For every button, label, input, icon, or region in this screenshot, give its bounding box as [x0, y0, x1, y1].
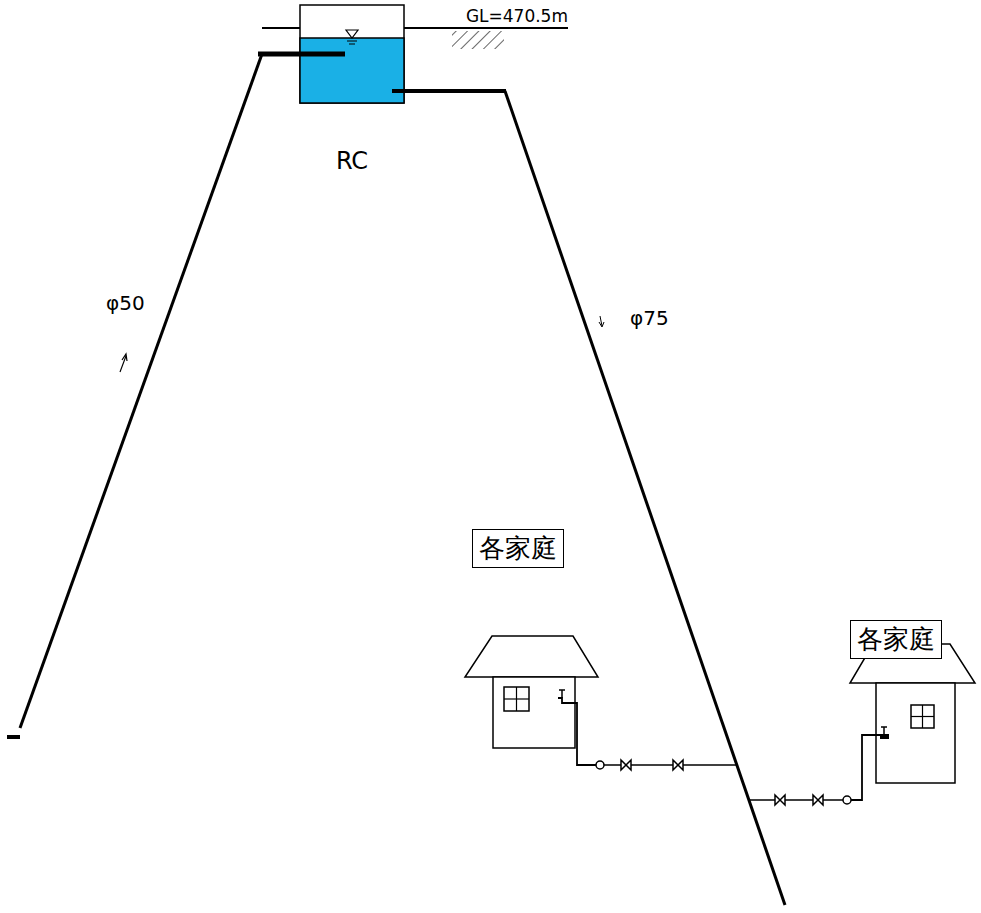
outlet-pipe: [505, 91, 785, 905]
service-pipe: [749, 799, 843, 801]
outlet-pipe: [392, 89, 506, 93]
house-label: 各家庭: [857, 624, 935, 655]
pipe-end: [7, 735, 20, 739]
inlet-pipe: [258, 52, 345, 57]
ground-hatch: [452, 31, 504, 49]
water-level-mark: [349, 44, 355, 45]
tank-water: [300, 38, 404, 103]
service-pipe: [851, 735, 888, 800]
house-window: [504, 687, 529, 711]
faucet: [880, 734, 889, 739]
house-label-box: 各家庭: [850, 620, 942, 659]
valve: [813, 795, 823, 805]
water-meter: [843, 796, 851, 804]
tank-node: RC: [300, 5, 404, 103]
valve: [775, 795, 785, 805]
service-pipe: [558, 698, 596, 765]
house-label-box: 各家庭: [472, 529, 564, 568]
house-body: [493, 677, 575, 748]
house-body: [876, 683, 955, 783]
faucet: [881, 726, 887, 728]
tank-label: RC: [300, 147, 404, 176]
valve: [673, 760, 683, 770]
house-roof: [465, 636, 598, 677]
inlet-pipe: [20, 54, 262, 728]
house-window: [911, 716, 934, 717]
house-window: [911, 705, 934, 728]
faucet: [561, 690, 563, 698]
flow-arrow: [599, 322, 604, 327]
valve: [621, 760, 631, 770]
pipe-diameter: φ75: [630, 306, 669, 330]
flow-arrow: [122, 354, 127, 361]
pipe-diameter: φ50: [106, 291, 145, 315]
house-window: [504, 698, 529, 699]
house-label: 各家庭: [479, 533, 557, 564]
ground-level: GL=470.5m: [466, 6, 568, 26]
water-level-mark: [346, 30, 358, 38]
faucet: [559, 689, 565, 691]
water-level-mark: [347, 41, 357, 42]
water-meter: [596, 761, 604, 769]
faucet: [883, 727, 885, 734]
